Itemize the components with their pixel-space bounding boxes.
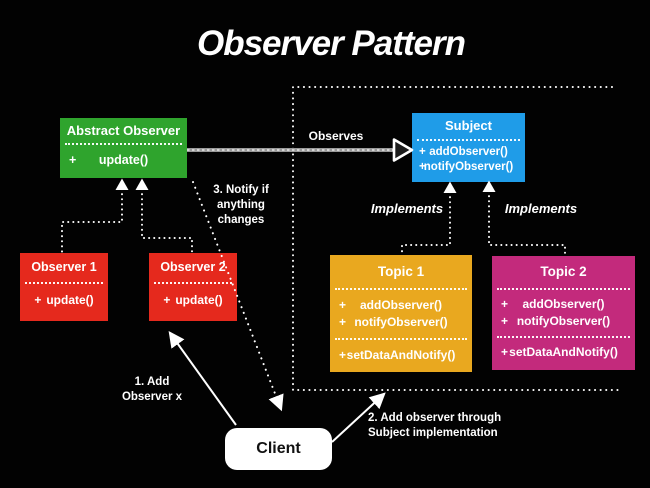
inherit-observer2-connector bbox=[141, 188, 193, 253]
class-title: Topic 1 bbox=[377, 264, 425, 279]
divider bbox=[335, 338, 467, 340]
method-row: + notifyObserver() bbox=[492, 313, 635, 329]
note-add-observer: 1. Add Observer x bbox=[102, 375, 202, 405]
implements-right-label: Implements bbox=[504, 201, 578, 216]
divider bbox=[417, 139, 520, 141]
note-add-observer-line2: Observer x bbox=[121, 391, 183, 403]
class-title: Observer 2 bbox=[160, 260, 226, 274]
class-box-topic-1: Topic 1 + addObserver() + notifyObserver… bbox=[330, 255, 472, 372]
class-title: Abstract Observer bbox=[66, 123, 181, 138]
visibility-plus: + bbox=[501, 314, 509, 328]
method-row: + addObserver() bbox=[330, 297, 472, 314]
class-box-subject: Subject + addObserver() + notifyObserver… bbox=[412, 113, 525, 182]
method-row: + update() bbox=[20, 284, 108, 317]
method-name: setDataAndNotify() bbox=[509, 345, 618, 359]
class-box-topic-2: Topic 2 + addObserver() + notifyObserver… bbox=[492, 256, 635, 370]
page-title: Observer Pattern bbox=[196, 24, 466, 63]
method-name: update() bbox=[46, 293, 94, 307]
method-row: + setDataAndNotify() bbox=[330, 347, 472, 364]
up-arrowhead-icon bbox=[482, 180, 496, 192]
note-add-observer-line1: 1. Add bbox=[134, 376, 170, 388]
method-name: notifyObserver() bbox=[354, 315, 448, 329]
method-row: + notifyObserver() bbox=[412, 160, 525, 175]
class-box-observer-2: Observer 2 + update() bbox=[149, 253, 237, 321]
note-notify-line1: 3. Notify if bbox=[213, 184, 269, 196]
method-name: update() bbox=[175, 293, 223, 307]
client-label: Client bbox=[256, 440, 301, 457]
note-add-through-subject: 2. Add observer through Subject implemen… bbox=[368, 411, 528, 441]
method-row: + notifyObserver() bbox=[330, 314, 472, 330]
note-notify: 3. Notify if anything changes bbox=[200, 183, 282, 228]
up-arrowhead-icon bbox=[135, 178, 149, 190]
up-arrowhead-icon bbox=[443, 181, 457, 193]
note-notify-line3: changes bbox=[217, 214, 265, 226]
visibility-plus: + bbox=[34, 293, 42, 307]
observes-label: Observes bbox=[308, 129, 364, 143]
visibility-plus: + bbox=[339, 348, 347, 362]
visibility-plus: + bbox=[163, 293, 171, 307]
inherit-observer1-connector bbox=[61, 188, 123, 253]
visibility-plus: + bbox=[419, 146, 426, 158]
client-node: Client bbox=[225, 428, 332, 470]
method-name: addObserver() bbox=[429, 146, 508, 158]
implements-left-label: Implements bbox=[370, 201, 444, 216]
note-add-through-subject-line2: Subject implementation bbox=[368, 427, 498, 439]
divider bbox=[65, 143, 182, 145]
visibility-plus: + bbox=[501, 345, 509, 359]
method-row: + setDataAndNotify() bbox=[492, 344, 635, 361]
method-name: setDataAndNotify() bbox=[346, 348, 456, 362]
divider bbox=[497, 288, 630, 290]
method-name: update() bbox=[98, 153, 149, 167]
class-title: Topic 2 bbox=[540, 264, 587, 279]
class-box-abstract-observer: Abstract Observer + update() bbox=[60, 118, 187, 178]
method-name: addObserver() bbox=[359, 298, 443, 312]
visibility-plus: + bbox=[69, 153, 77, 167]
divider bbox=[25, 282, 103, 284]
class-title: Subject bbox=[445, 118, 492, 133]
method-name: notifyObserver() bbox=[423, 161, 514, 173]
visibility-plus: + bbox=[419, 161, 426, 173]
visibility-plus: + bbox=[339, 315, 347, 329]
divider bbox=[335, 288, 467, 290]
note-add-through-subject-line1: 2. Add observer through bbox=[368, 412, 502, 424]
method-row: + addObserver() bbox=[412, 144, 525, 160]
visibility-plus: + bbox=[339, 298, 347, 312]
observes-arrowhead-icon bbox=[392, 138, 414, 162]
class-title: Observer 1 bbox=[31, 260, 97, 274]
class-box-observer-1: Observer 1 + update() bbox=[20, 253, 108, 321]
note-notify-line2: anything bbox=[217, 199, 265, 211]
method-row: + update() bbox=[60, 145, 187, 175]
method-row: + update() bbox=[149, 284, 237, 317]
method-name: notifyObserver() bbox=[516, 314, 611, 328]
up-arrowhead-icon bbox=[115, 178, 129, 190]
method-row: + addObserver() bbox=[492, 296, 635, 313]
visibility-plus: + bbox=[501, 297, 509, 311]
method-name: addObserver() bbox=[522, 297, 605, 311]
divider bbox=[497, 336, 630, 338]
